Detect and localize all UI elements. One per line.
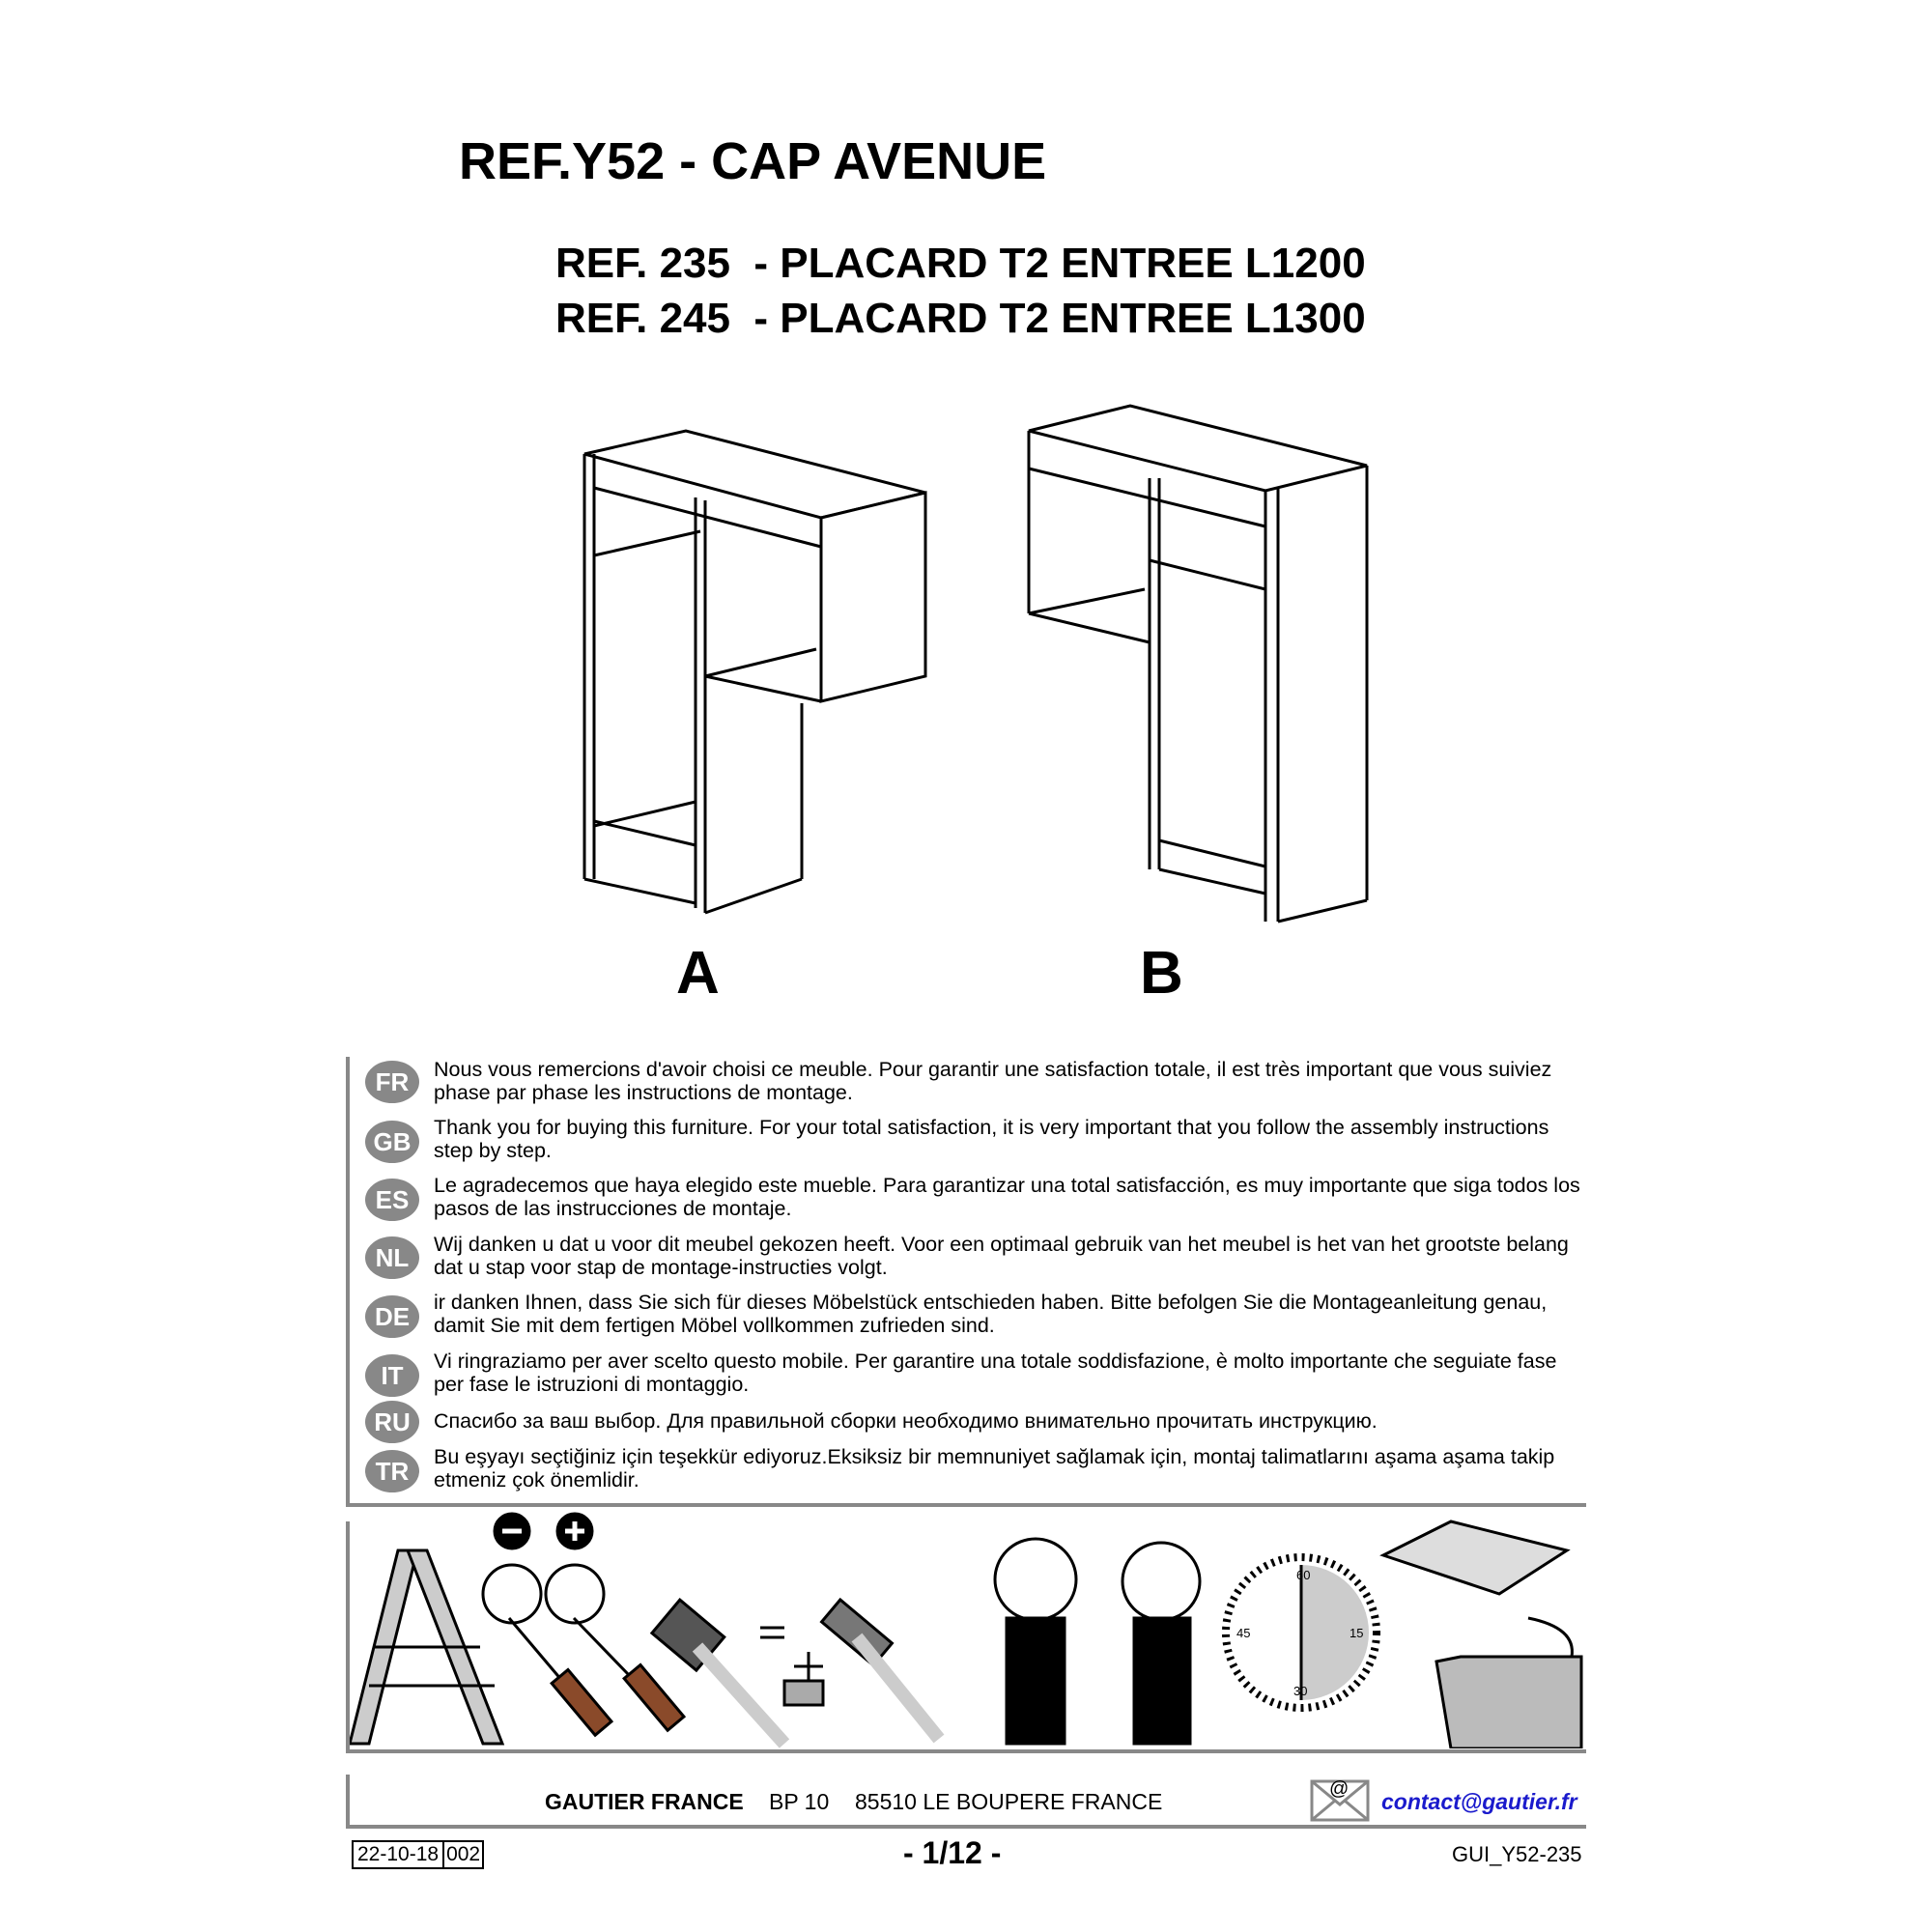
cabinet-b-drawing (1027, 404, 1369, 923)
stepladder-icon (350, 1548, 505, 1746)
language-badge-nl: NL (365, 1236, 419, 1279)
language-badge-es: ES (365, 1179, 419, 1221)
product-ref-245: REF. 245 - PLACARD T2 ENTREE L1300 (555, 295, 1366, 342)
language-badge-ru: RU (365, 1401, 419, 1443)
timer-clock-icon: 60 15 30 45 (1222, 1553, 1380, 1712)
contact-email-link[interactable]: contact@gautier.fr (1381, 1789, 1577, 1814)
two-people-icon (993, 1537, 1202, 1746)
variant-label-a: A (676, 940, 720, 1007)
language-text-it: Vi ringraziamo per aver scelto questo mo… (434, 1350, 1557, 1396)
cabinet-a-drawing (582, 429, 927, 915)
clock-label-60: 60 (1296, 1568, 1310, 1582)
revision-box: 22-10-18 002 (352, 1840, 485, 1869)
footer-left-rule (346, 1775, 350, 1829)
language-badge-fr: FR (365, 1061, 419, 1103)
section-bottom-rule (346, 1503, 1586, 1507)
page-number: - 1/12 - (903, 1835, 1002, 1870)
postal-box: BP 10 (769, 1789, 830, 1814)
language-badge-gb: GB (365, 1121, 419, 1163)
language-badge-it: IT (365, 1354, 419, 1397)
screwdriver-cross-icon (544, 1512, 687, 1733)
company-name: GAUTIER FRANCE (545, 1789, 744, 1814)
screwdriver-flat-icon (481, 1512, 614, 1738)
furniture-drawings (582, 404, 1369, 923)
footer-bottom-rule (346, 1825, 1586, 1829)
company-address: 85510 LE BOUPERE FRANCE (855, 1789, 1163, 1814)
language-text-de: ir danken Ihnen, dass Sie sich für diese… (434, 1291, 1548, 1337)
revision-date: 22-10-18 (354, 1842, 445, 1867)
language-text-fr: Nous vous remercions d'avoir choisi ce m… (434, 1058, 1552, 1104)
mallet-icon (649, 1597, 790, 1748)
language-text-nl: Wij danken u dat u voor dit meubel gekoz… (434, 1233, 1569, 1279)
clock-label-45: 45 (1236, 1626, 1250, 1640)
language-badge-de: DE (365, 1295, 419, 1338)
tools-left-rule (346, 1521, 350, 1753)
variant-label-b: B (1140, 940, 1183, 1007)
language-text-ru: Спасибо за ваш выбор. Для правильной сбо… (434, 1409, 1378, 1433)
product-ref-235: REF. 235 - PLACARD T2 ENTREE L1200 (555, 240, 1366, 287)
tools-bottom-rule (346, 1749, 1586, 1753)
manual-to-folder-icon (1379, 1520, 1583, 1748)
tools-illustration: 60 15 30 45 (350, 1512, 1583, 1748)
language-text-gb: Thank you for buying this furniture. For… (434, 1116, 1549, 1162)
document-title: REF.Y52 - CAP AVENUE (459, 132, 1047, 190)
revision-number: 002 (446, 1843, 481, 1865)
equals-hammer-block-icon (760, 1597, 945, 1744)
language-text-es: Le agradecemos que haya elegido este mue… (434, 1174, 1580, 1220)
language-text-tr: Bu eşyayı seçtiğiniz için teşekkür ediyo… (434, 1445, 1555, 1492)
clock-label-30: 30 (1293, 1684, 1307, 1698)
clock-label-15: 15 (1350, 1626, 1363, 1640)
document-code: GUI_Y52-235 (1452, 1842, 1582, 1866)
email-envelope-icon: @ (1310, 1778, 1370, 1822)
language-badge-tr: TR (365, 1450, 419, 1492)
section-left-rule (346, 1057, 350, 1507)
svg-text:@: @ (1329, 1778, 1349, 1800)
